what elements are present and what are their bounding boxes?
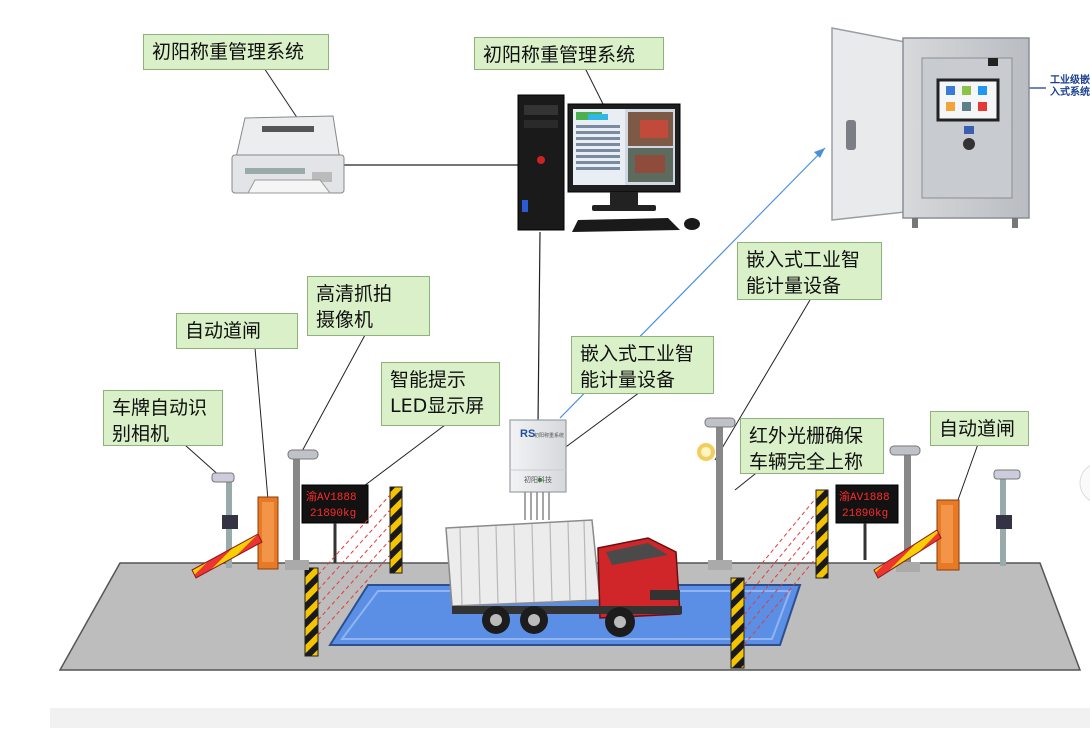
embedded-device-box [509,419,567,520]
infrared-beams-left [317,494,391,636]
led-display-right [835,484,899,560]
device-subtitle: 初阳称重系统 [534,432,564,439]
label-printer-system: 初阳称重管理系统 [143,34,329,70]
device-label-leader [554,391,641,456]
label-plate-camera: 车牌自动识 别相机 [103,390,223,446]
gate-label-leader [254,347,269,501]
grating-post-right-front [730,577,745,669]
grating-post-right-back [815,489,829,579]
edge-decoration [1079,465,1090,501]
truck-icon [445,519,682,637]
led-left-line1: 渝AV1888 [306,489,357,504]
embedded-cabinet-icon [831,27,1030,228]
label-auto-gate-right: 自动道闸 [930,411,1029,446]
grating-post-left-back [389,486,403,574]
grating-post-left-front [304,567,319,657]
mouse-icon [684,218,700,230]
hd-camera-far-right [889,445,921,572]
label-led-screen: 智能提示 LED显示屏 [381,362,500,426]
device-brand: 初阳科技 [524,475,552,484]
right-gate-leader [957,443,979,501]
keyboard-icon [572,218,680,232]
plate-camera-left [211,472,238,568]
infrared-beams-right [743,497,817,646]
barrier-gate-right [873,499,960,579]
bottom-band [50,708,1090,728]
hd-camera-left [285,449,319,570]
led-left-line2: 21890kg [310,508,356,520]
plate-camera-right [993,469,1021,566]
label-pc-system: 初阳称重管理系统 [474,37,664,70]
label-infrared-grating: 红外光栅确保 车辆完全上称 [740,418,884,474]
barrier-gate-left [191,496,279,579]
monitor-icon [567,103,681,211]
printer-label-leader [261,64,301,123]
label-embedded-device-center: 嵌入式工业智 能计量设备 [571,336,714,394]
camera-label-leader [299,334,366,456]
label-hd-camera: 高清抓拍 摄像机 [307,276,430,336]
arrow-head [814,148,825,158]
led-label-leader [351,424,446,496]
pc-label-leader [584,67,606,109]
device-logo: RS [520,428,535,440]
pc-device-link [537,231,541,426]
pc-tower-icon [517,94,565,231]
right-device-label-leader [714,299,811,461]
label-cabinet-system: 工业级嵌 入式系统 [1050,75,1090,98]
led-right-line1: 渝AV1888 [839,489,890,504]
led-display-left [301,484,369,563]
hd-camera-right [697,417,736,570]
led-right-line2: 21890kg [842,508,888,520]
label-auto-gate-left: 自动道闸 [176,313,298,349]
printer-icon [231,115,345,194]
label-embedded-device-right: 嵌入式工业智 能计量设备 [737,242,882,300]
